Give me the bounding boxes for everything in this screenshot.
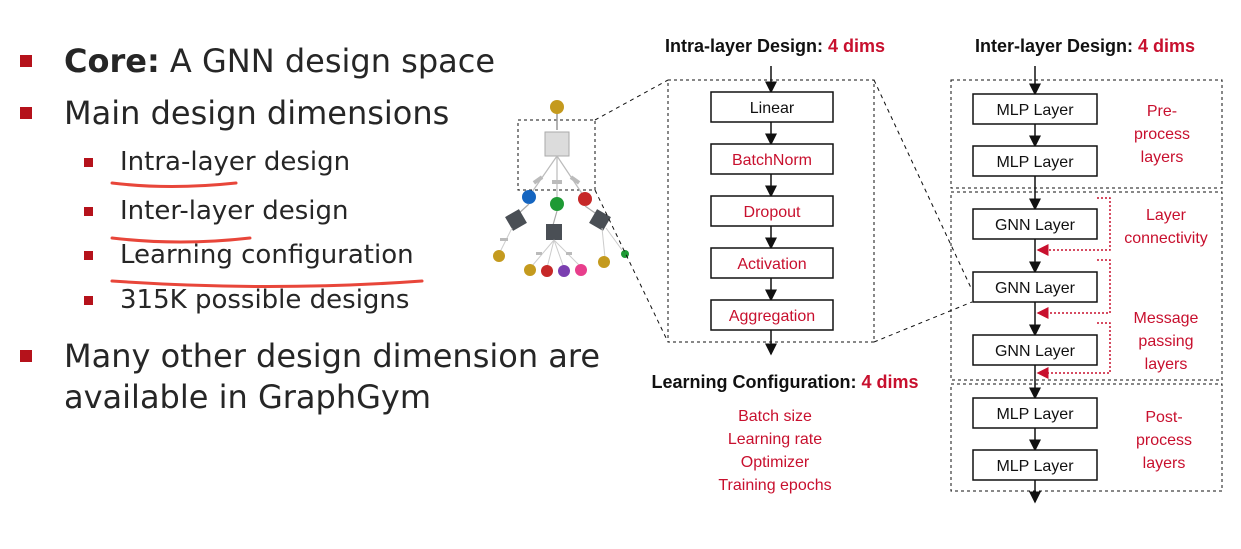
layer-mlp-4-box — [972, 449, 1098, 481]
layer-mlp-1: MLP Layer — [996, 102, 1074, 119]
note-pre-2: process — [1134, 126, 1190, 143]
inter-title: Inter-layer Design: 4 dims — [975, 36, 1195, 56]
preprocess-section — [950, 79, 1223, 189]
skip-connection-arrow — [1036, 197, 1111, 256]
layer-mlp-2: MLP Layer — [996, 154, 1074, 171]
sub-bullet-marker — [84, 251, 93, 260]
bullet-list: Core: A GNN design space Main design dim… — [0, 0, 600, 549]
learning-item-learning-rate: Learning rate — [728, 431, 822, 448]
tree-leaf-gold — [598, 256, 610, 268]
step-dropout: Dropout — [744, 204, 801, 221]
learning-item-batch-size: Batch size — [738, 408, 812, 425]
step-activation: Activation — [737, 256, 806, 273]
skip-connection-arrow — [1036, 322, 1111, 379]
layer-gnn-3: GNN Layer — [995, 343, 1076, 360]
sub-bullet-intra: Intra-layer design — [120, 147, 351, 177]
note-pre-1: Pre- — [1147, 103, 1177, 120]
bullet-other-line1: Many other design dimension are — [64, 337, 601, 375]
tree-leaf-green — [621, 250, 629, 258]
layer-gnn-3-box — [972, 334, 1098, 366]
intra-title: Intra-layer Design: 4 dims — [665, 36, 885, 56]
sub-bullet-learning: Learning configuration — [120, 240, 414, 270]
zoom-connector — [873, 79, 973, 291]
layer-gnn-2: GNN Layer — [995, 280, 1076, 297]
note-conn-2: connectivity — [1124, 230, 1208, 247]
tree-leaf-red — [541, 265, 553, 277]
zoom-connector — [873, 301, 973, 343]
layer-mlp-2-box — [972, 145, 1098, 177]
bullet-marker — [20, 55, 32, 67]
note-pre-3: layers — [1141, 149, 1184, 166]
step-linear: Linear — [750, 100, 795, 117]
step-batchnorm-box — [710, 143, 834, 175]
learning-item-training-epochs: Training epochs — [718, 477, 831, 494]
handwritten-underlines — [110, 181, 424, 288]
note-conn-1: Layer — [1146, 207, 1187, 224]
tree-node-blue — [522, 190, 536, 204]
note-post-3: layers — [1143, 455, 1186, 472]
bullet-marker — [20, 107, 32, 119]
core-label: Core: — [64, 42, 160, 80]
note-msg-3: layers — [1145, 356, 1188, 373]
tree-node-green — [550, 197, 564, 211]
note-post-1: Post- — [1145, 409, 1182, 426]
tree-leaf-gold — [493, 250, 505, 262]
sub-bullet-inter: Inter-layer design — [120, 196, 349, 226]
intra-steps: Linear BatchNorm Dropout Activation Aggr… — [710, 91, 834, 356]
core-text: A GNN design space — [159, 42, 496, 80]
tree-node-red — [578, 192, 592, 206]
bullet-main-dims: Main design dimensions — [64, 94, 450, 132]
bullet-other-line2: available in GraphGym — [64, 378, 432, 416]
step-linear-box — [710, 91, 834, 123]
note-post-2: process — [1136, 432, 1192, 449]
tree-root-node — [550, 100, 564, 114]
skip-connections — [1036, 197, 1111, 379]
layer-gnn-1: GNN Layer — [995, 217, 1076, 234]
note-msg-1: Message — [1134, 310, 1199, 327]
step-batchnorm: BatchNorm — [732, 152, 812, 169]
learning-item-optimizer: Optimizer — [741, 454, 810, 471]
note-msg-2: passing — [1138, 333, 1193, 350]
step-aggregation-box — [710, 299, 834, 331]
layer-mlp-3: MLP Layer — [996, 406, 1074, 423]
sub-bullet-marker — [84, 207, 93, 216]
gnn-tree-illustration — [493, 100, 629, 277]
layer-gnn-2-box — [972, 271, 1098, 303]
tree-leaf-purple — [558, 265, 570, 277]
sub-bullet-designs: 315K possible designs — [120, 285, 410, 315]
bullet-core: Core: A GNN design space — [64, 42, 495, 80]
bullet-marker — [20, 350, 32, 362]
zoom-connector — [594, 79, 669, 121]
inter-layers: MLP Layer MLP Layer GNN Layer GNN Layer … — [972, 93, 1098, 504]
sub-bullet-marker — [84, 296, 93, 305]
skip-connection-arrow — [1036, 259, 1111, 319]
learning-title: Learning Configuration: 4 dims — [651, 372, 918, 392]
step-aggregation: Aggregation — [729, 308, 815, 325]
step-activation-box — [710, 247, 834, 279]
postprocess-section — [950, 383, 1223, 492]
layer-mlp-4: MLP Layer — [996, 458, 1074, 475]
tree-leaf-gold — [524, 264, 536, 276]
step-dropout-box — [710, 195, 834, 227]
message-passing-section — [950, 191, 1223, 381]
tree-root-aggregator — [544, 131, 570, 157]
sub-bullet-marker — [84, 158, 93, 167]
tree-leaf-pink — [575, 264, 587, 276]
